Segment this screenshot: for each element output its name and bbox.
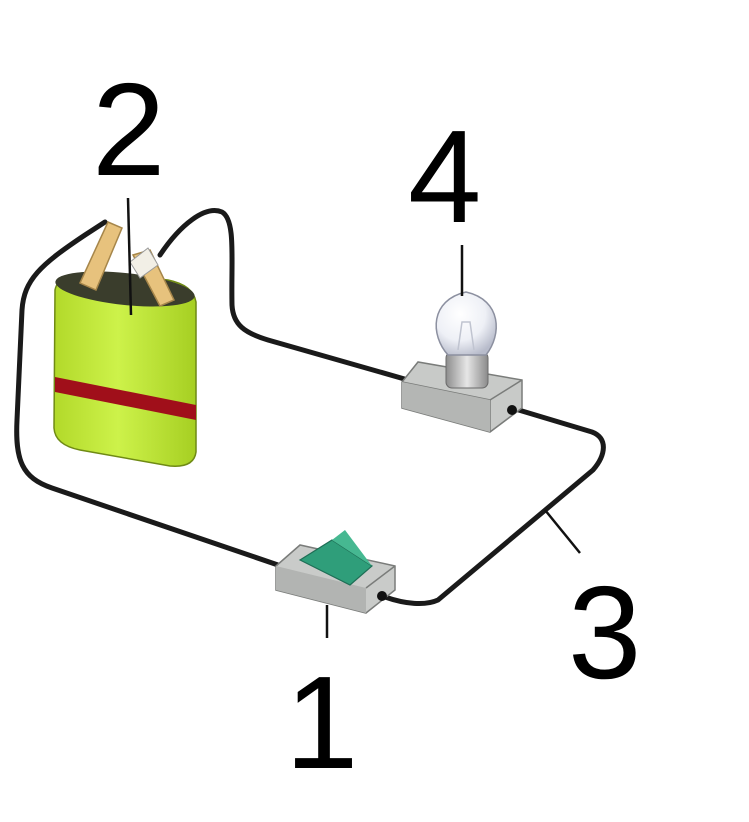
label-lamp: 4 [408,103,481,250]
leader-battery [126,197,133,316]
wire-battery-to-lamp [157,208,411,383]
leader-wire [544,509,581,554]
wire-lamp-to-switch [382,405,606,607]
lamp [401,291,523,433]
label-battery: 2 [92,56,165,203]
battery [53,221,197,467]
switch [275,530,396,614]
wire-switch-to-battery [14,219,281,568]
label-switch: 1 [285,649,358,796]
label-wire: 3 [568,559,641,706]
